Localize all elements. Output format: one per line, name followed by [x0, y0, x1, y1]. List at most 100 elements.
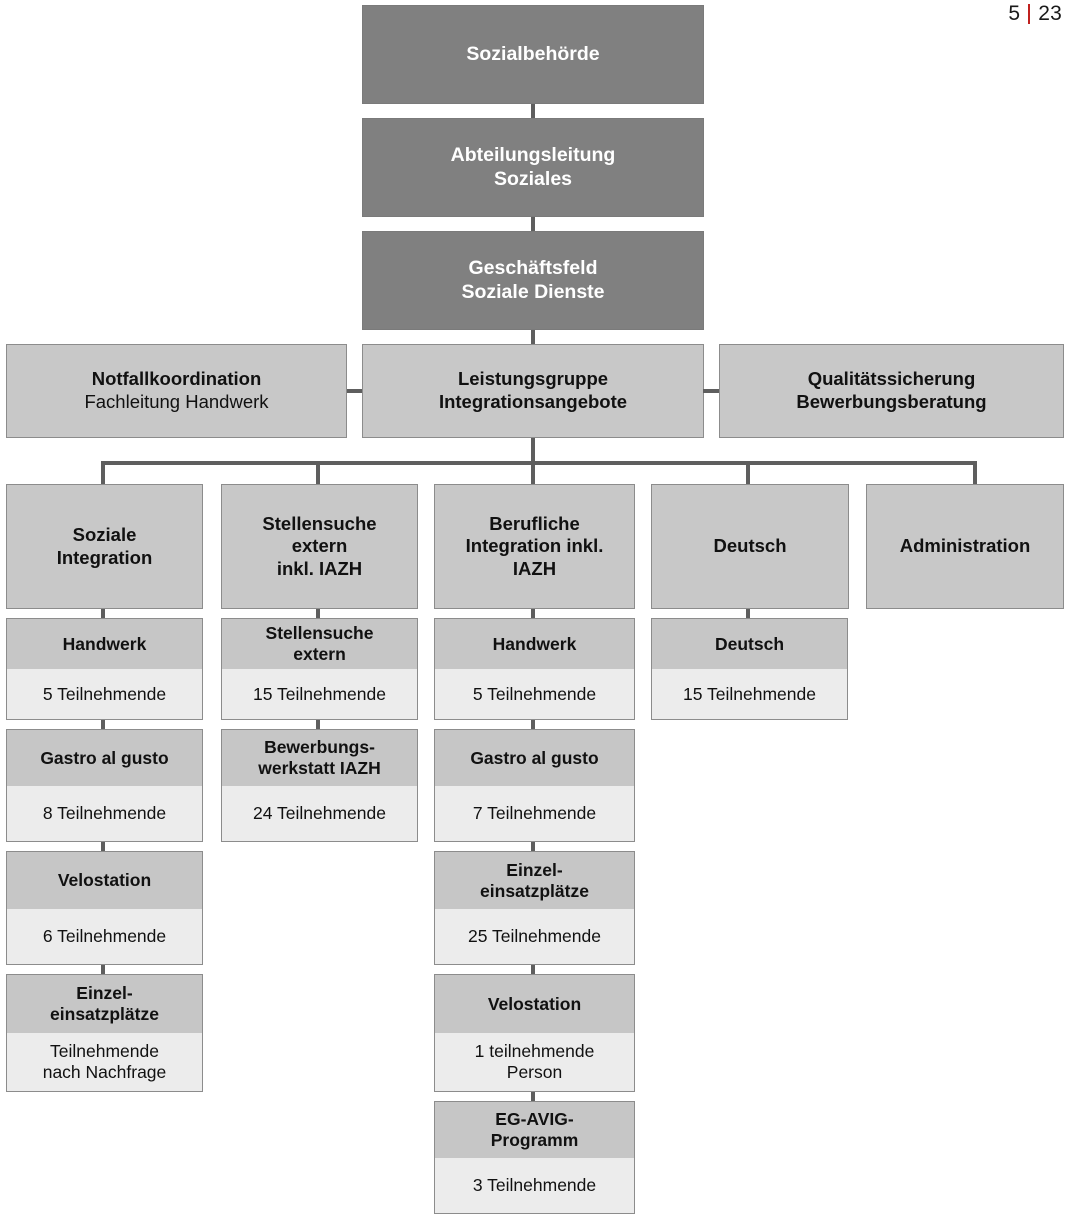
- card-col3-gastro-title: Gastro al gusto: [435, 730, 634, 786]
- card-col1-einzel-value-line1: Teilnehmende: [50, 1041, 159, 1061]
- card-col1-einzel-value-line2: nach Nachfrage: [42, 1062, 167, 1082]
- connector-bus-to-group3: [531, 461, 535, 484]
- node-geschaeftsfeld-soziale-dienste[interactable]: Geschäftsfeld Soziale Dienste: [362, 231, 704, 330]
- node-group-stellensuche-line3: inkl. IAZH: [276, 557, 363, 579]
- connector-col1-card1-to-card2: [101, 720, 105, 729]
- card-col1-gastro-title: Gastro al gusto: [7, 730, 202, 786]
- card-col2-bewerbungswerkstatt-title-line2: werkstatt IAZH: [258, 758, 381, 778]
- card-col4-deutsch[interactable]: Deutsch 15 Teilnehmende: [651, 618, 848, 720]
- card-col3-velostation-value-line2: Person: [506, 1062, 563, 1082]
- node-group-soziale-integration[interactable]: Soziale Integration: [6, 484, 203, 609]
- card-col2-bewerbungswerkstatt-title: Bewerbungs- werkstatt IAZH: [222, 730, 417, 786]
- card-col2-bewerbungswerkstatt-iazh[interactable]: Bewerbungs- werkstatt IAZH 24 Teilnehmen…: [221, 729, 418, 842]
- page-folio: 5 23: [1008, 2, 1062, 26]
- card-col3-velostation[interactable]: Velostation 1 teilnehmende Person: [434, 974, 635, 1092]
- connector-leistungsgruppe-to-qualitaet: [703, 389, 720, 393]
- node-notfallkoordination-title: Notfallkoordination: [91, 368, 262, 390]
- card-col1-einzel-value: Teilnehmende nach Nachfrage: [7, 1033, 202, 1091]
- card-col2-bewerbungswerkstatt-title-line1: Bewerbungs-: [264, 737, 375, 757]
- card-col1-einzel-title-line1: Einzel-: [76, 983, 133, 1003]
- card-col3-einzel-title: Einzel- einsatzplätze: [435, 852, 634, 909]
- folio-separator-icon: [1028, 4, 1031, 24]
- card-col1-handwerk-value: 5 Teilnehmende: [7, 669, 202, 719]
- node-group-administration[interactable]: Administration: [866, 484, 1064, 609]
- connector-group4-to-card1: [746, 609, 750, 618]
- card-col1-velostation[interactable]: Velostation 6 Teilnehmende: [6, 851, 203, 965]
- card-col3-einzeleinsatzplaetze[interactable]: Einzel- einsatzplätze 25 Teilnehmende: [434, 851, 635, 965]
- connector-group1-to-card1: [101, 609, 105, 618]
- folio-total-pages: 23: [1038, 2, 1062, 25]
- card-col2-stellensuche-title: Stellensuche extern: [222, 619, 417, 669]
- card-col4-deutsch-title: Deutsch: [652, 619, 847, 669]
- node-group-berufliche-line3: IAZH: [512, 557, 557, 579]
- connector-col3-card4-to-card5: [531, 1092, 535, 1101]
- card-col1-einzel-title: Einzel- einsatzplätze: [7, 975, 202, 1033]
- card-col1-handwerk-title: Handwerk: [7, 619, 202, 669]
- node-notfallkoordination[interactable]: Notfallkoordination Fachleitung Handwerk: [6, 344, 347, 438]
- card-col3-handwerk-value: 5 Teilnehmende: [435, 669, 634, 719]
- card-col1-handwerk[interactable]: Handwerk 5 Teilnehmende: [6, 618, 203, 720]
- card-col1-gastro-value: 8 Teilnehmende: [7, 786, 202, 841]
- node-abteilungsleitung-soziales[interactable]: Abteilungsleitung Soziales: [362, 118, 704, 217]
- card-col3-velostation-title: Velostation: [435, 975, 634, 1033]
- connector-group3-to-card1: [531, 609, 535, 618]
- folio-current-page: 5: [1008, 2, 1021, 25]
- node-abteilungsleitung-line1: Abteilungsleitung: [450, 143, 616, 166]
- card-col3-einzel-title-line1: Einzel-: [506, 859, 563, 880]
- card-col4-deutsch-value: 15 Teilnehmende: [652, 669, 847, 719]
- card-col3-egavig-value: 3 Teilnehmende: [435, 1158, 634, 1213]
- node-group-deutsch[interactable]: Deutsch: [651, 484, 849, 609]
- node-group-soziale-integration-line2: Integration: [56, 546, 153, 568]
- node-group-deutsch-label: Deutsch: [713, 535, 787, 557]
- connector-col2-card1-to-card2: [316, 720, 320, 729]
- node-qualitaetssicherung-line2: Bewerbungsberatung: [796, 391, 987, 412]
- card-col3-handwerk[interactable]: Handwerk 5 Teilnehmende: [434, 618, 635, 720]
- node-notfallkoordination-subtitle: Fachleitung Handwerk: [84, 391, 269, 412]
- connector-level1-to-level2: [531, 104, 535, 118]
- node-group-berufliche-line1: Berufliche: [489, 512, 580, 534]
- node-leistungsgruppe-integrationsangebote[interactable]: Leistungsgruppe Integrationsangebote: [362, 344, 704, 438]
- node-geschaeftsfeld-line1: Geschäftsfeld: [468, 256, 598, 279]
- connector-col3-card1-to-card2: [531, 720, 535, 729]
- card-col3-einzel-title-line2: einsatzplätze: [480, 880, 589, 901]
- node-leistungsgruppe-line1: Leistungsgruppe: [457, 368, 609, 390]
- card-col1-einzeleinsatzplaetze[interactable]: Einzel- einsatzplätze Teilnehmende nach …: [6, 974, 203, 1092]
- connector-group-bus: [101, 461, 977, 465]
- connector-bus-to-group5: [973, 461, 977, 484]
- connector-level2-to-level3: [531, 217, 535, 231]
- card-col3-gastro-al-gusto[interactable]: Gastro al gusto 7 Teilnehmende: [434, 729, 635, 842]
- connector-bus-to-group1: [101, 461, 105, 484]
- card-col3-velostation-value: 1 teilnehmende Person: [435, 1033, 634, 1091]
- node-group-berufliche-line2: Integration inkl.: [465, 535, 604, 557]
- connector-col3-card2-to-card3: [531, 842, 535, 851]
- node-qualitaetssicherung[interactable]: Qualitätssicherung Bewerbungsberatung: [719, 344, 1064, 438]
- node-group-stellensuche-line1: Stellensuche: [262, 512, 377, 534]
- connector-col1-card3-to-card4: [101, 965, 105, 974]
- node-leistungsgruppe-line2: Integrationsangebote: [438, 391, 628, 412]
- card-col2-stellensuche-title-line2: extern: [293, 644, 346, 664]
- node-abteilungsleitung-line2: Soziales: [493, 167, 573, 190]
- node-group-berufliche-integration[interactable]: Berufliche Integration inkl. IAZH: [434, 484, 635, 609]
- connector-bus-to-group4: [746, 461, 750, 484]
- card-col3-egavig-title-line2: Programm: [490, 1130, 579, 1150]
- card-col1-gastro-al-gusto[interactable]: Gastro al gusto 8 Teilnehmende: [6, 729, 203, 842]
- card-col3-einzel-value: 25 Teilnehmende: [435, 909, 634, 964]
- card-col3-handwerk-title: Handwerk: [435, 619, 634, 669]
- card-col3-eg-avig-programm[interactable]: EG-AVIG- Programm 3 Teilnehmende: [434, 1101, 635, 1214]
- node-geschaeftsfeld-line2: Soziale Dienste: [461, 280, 605, 303]
- connector-bus-to-group2: [316, 461, 320, 484]
- card-col2-stellensuche-title-line1: Stellensuche: [265, 623, 374, 643]
- card-col2-bewerbungswerkstatt-value: 24 Teilnehmende: [222, 786, 417, 841]
- node-sozialbehoerde-label: Sozialbehörde: [466, 42, 600, 65]
- node-sozialbehoerde[interactable]: Sozialbehörde: [362, 5, 704, 104]
- card-col1-velostation-title: Velostation: [7, 852, 202, 909]
- card-col3-velostation-value-line1: 1 teilnehmende: [474, 1041, 595, 1061]
- card-col2-stellensuche-value: 15 Teilnehmende: [222, 669, 417, 719]
- connector-level3-to-leistungsgruppe: [531, 330, 535, 344]
- card-col1-velostation-value: 6 Teilnehmende: [7, 909, 202, 964]
- card-col1-einzel-title-line2: einsatzplätze: [50, 1004, 159, 1024]
- node-group-stellensuche-line2: extern: [291, 535, 348, 557]
- card-col2-stellensuche-extern[interactable]: Stellensuche extern 15 Teilnehmende: [221, 618, 418, 720]
- node-group-stellensuche-extern[interactable]: Stellensuche extern inkl. IAZH: [221, 484, 418, 609]
